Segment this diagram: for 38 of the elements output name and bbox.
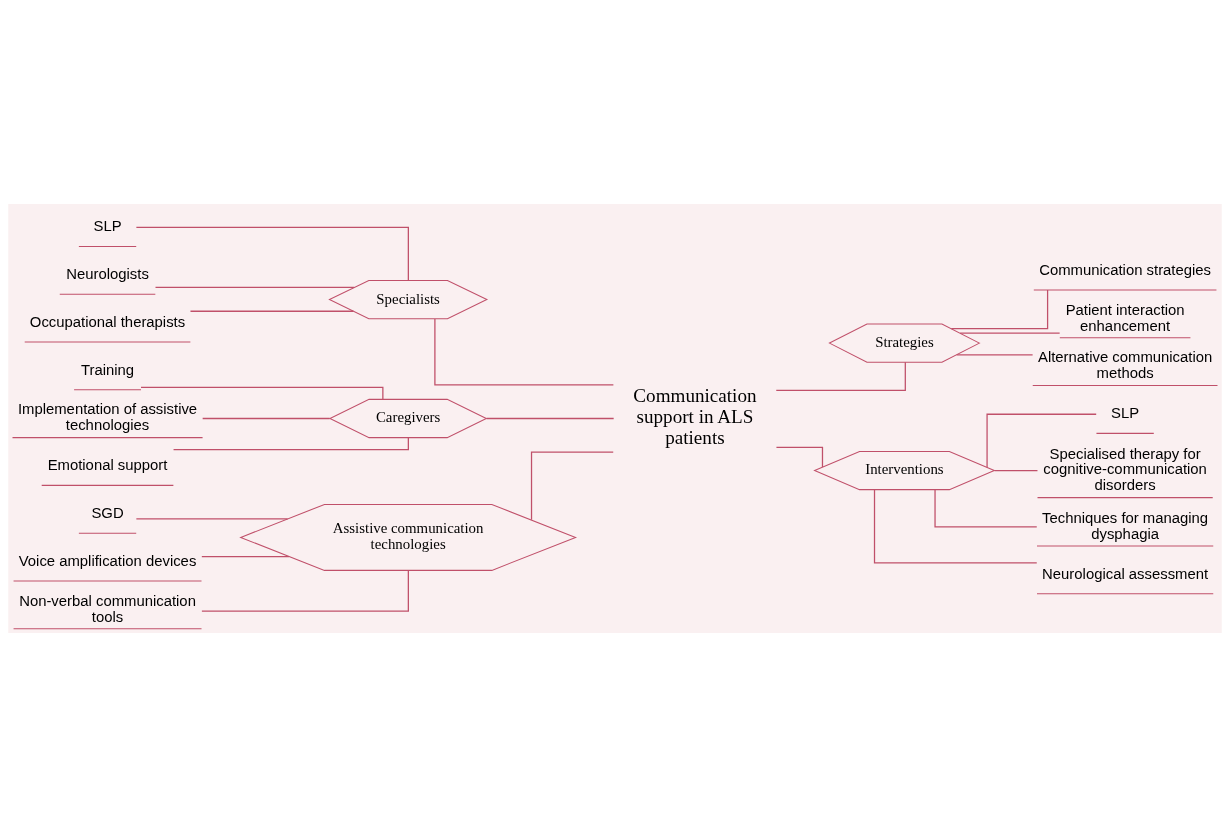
- node-text: SLP: [93, 218, 122, 235]
- node-text: Training: [80, 361, 135, 378]
- node-text: Voice amplification devices: [18, 552, 197, 569]
- connector: [135, 226, 409, 281]
- connector: [950, 289, 1049, 330]
- connector: [986, 413, 1097, 468]
- node-text: Non-verbal communication tools: [19, 592, 196, 625]
- node-text: Patient interaction enhancement: [1065, 301, 1185, 334]
- connector: [189, 310, 355, 312]
- connector: [959, 332, 1061, 334]
- node-text: SGD: [91, 505, 124, 521]
- connector: [172, 437, 409, 451]
- connector: [775, 361, 906, 391]
- node-text: Emotional support: [47, 457, 168, 474]
- connector: [956, 354, 1034, 356]
- connector: [993, 469, 1039, 472]
- node-text: Communication strategies: [1039, 261, 1212, 278]
- connector: [135, 518, 289, 520]
- connector: [434, 318, 614, 386]
- node-text: Neurologists: [66, 266, 149, 283]
- connector: [485, 417, 615, 420]
- connector: [873, 489, 1038, 564]
- connector: [202, 417, 331, 420]
- node-text: Occupational therapists: [29, 313, 186, 330]
- node-text: Alternative communication methods: [1037, 349, 1213, 382]
- connector: [154, 286, 355, 288]
- connector: [140, 386, 384, 400]
- node-text: Specialised therapy for cognitive-communication disorders: [1043, 445, 1207, 494]
- node-text: Communication support in ALS patients: [633, 384, 757, 449]
- node-text: SLP: [1111, 405, 1140, 422]
- node-text: Implementation of assistive technologies: [17, 401, 198, 434]
- connector: [934, 489, 1038, 528]
- node-text: Techniques for managing dysphagia: [1042, 509, 1209, 542]
- connector: [201, 569, 409, 612]
- node-text: Neurological assessment: [1042, 565, 1209, 582]
- connector: [775, 446, 824, 468]
- connector: [201, 555, 290, 558]
- connector: [530, 451, 614, 521]
